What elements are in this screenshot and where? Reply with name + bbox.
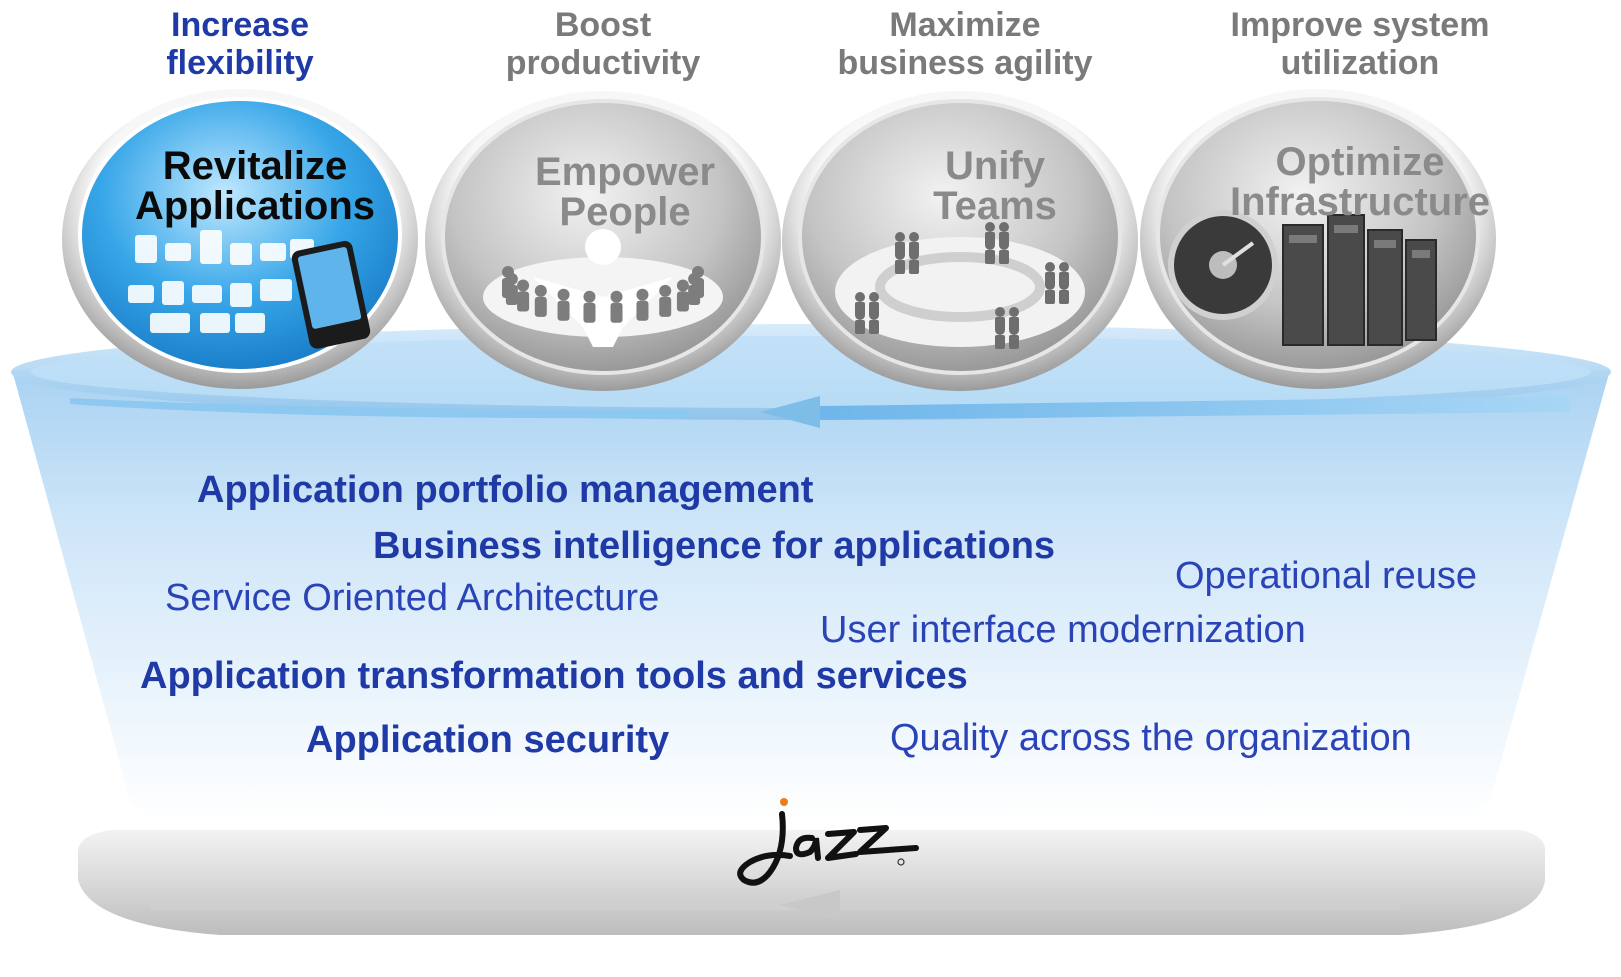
circle-empower-people [425, 91, 781, 391]
cap-operational-reuse: Operational reuse [1175, 555, 1478, 597]
cap-soa: Service Oriented Architecture [165, 577, 660, 619]
cap-transformation-tools: Application transformation tools and ser… [140, 655, 968, 697]
base-platter [78, 830, 1545, 935]
application-devices-icon [128, 230, 371, 349]
circle-revitalize-applications [62, 89, 418, 389]
circle-unify-teams [782, 91, 1138, 391]
people-group-icon [483, 229, 723, 347]
teams-cycle-icon [835, 222, 1085, 349]
cap-application-security: Application security [306, 719, 670, 761]
circle-optimize-infrastructure [1140, 89, 1496, 389]
server-gauge-icon [1168, 210, 1437, 346]
cap-portfolio-management: Application portfolio management [197, 469, 814, 511]
cap-ui-modernization: User interface modernization [820, 609, 1306, 651]
initiative-circles [62, 89, 1496, 391]
cap-quality: Quality across the organization [890, 717, 1412, 759]
base-arrow-icon [780, 890, 840, 920]
jazz-logo [737, 798, 919, 886]
cap-business-intelligence: Business intelligence for applications [373, 525, 1056, 567]
rim-arrow-icon [70, 398, 690, 419]
